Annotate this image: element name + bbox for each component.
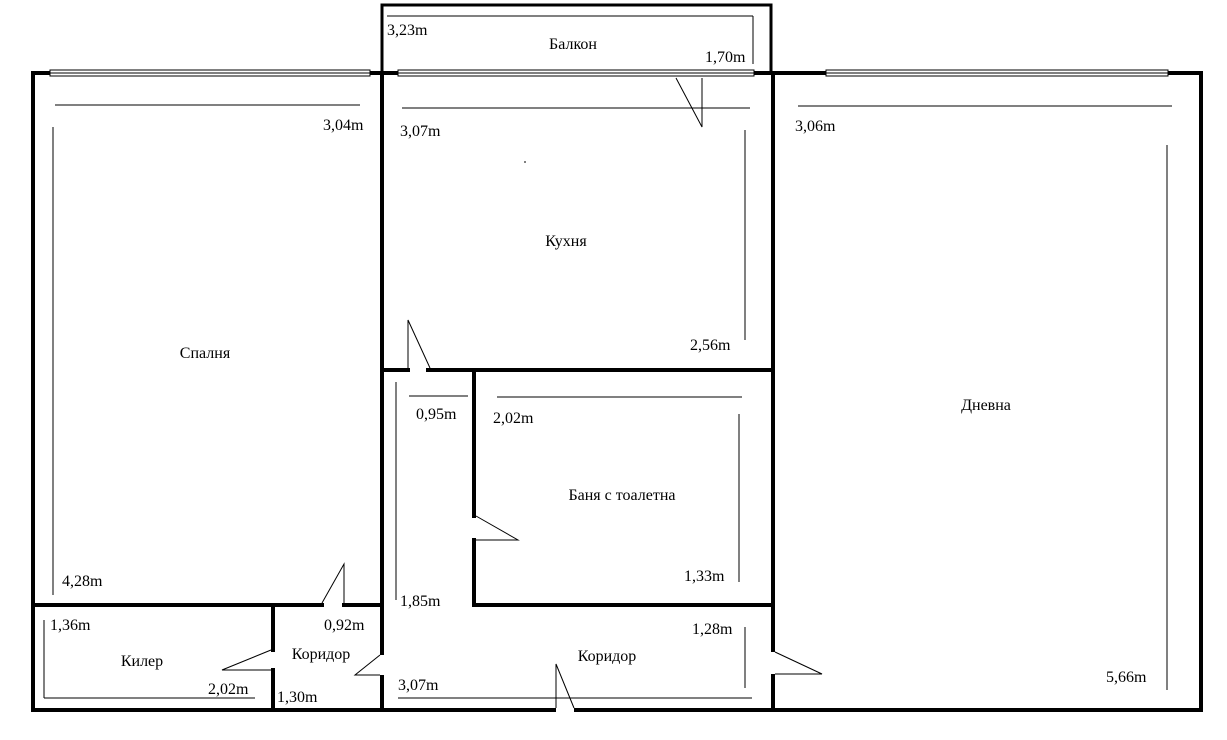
dimension-lines [43,104,1172,699]
living-length-label: 5,66m [1106,669,1147,686]
windows [49,68,1169,78]
storage-width-label: 2,02m [208,681,249,698]
corridor-main-label: Коридор [578,648,637,665]
dimension-labels: 3,23m 1,70m 3,04m 4,28m 3,07m 2,56m 3,06… [50,22,1147,706]
room-labels: Балкон Спалня Кухня Дневна Баня с тоалет… [121,36,1011,670]
living-label: Дневна [961,397,1011,414]
hall-length-label: 1,85m [400,593,441,610]
bath-width-label: 2,02m [493,410,534,427]
kitchen-length-label: 2,56m [690,337,731,354]
storage-depth-label: 1,36m [50,617,91,634]
balcony-depth-label: 1,70m [705,49,746,66]
bedroom-length-label: 4,28m [62,573,103,590]
bathroom-label: Баня с тоалетна [568,487,675,504]
balcony-door [675,77,703,128]
interior-walls [31,71,775,714]
storage-door [221,649,272,671]
entrance-door [555,663,575,709]
kitchen-label: Кухня [545,233,587,250]
corridor-main-width-label: 3,07m [398,677,439,694]
corridor-small-label: Коридор [292,646,351,663]
corridor-small-width-label: 0,92m [324,617,365,634]
balcony [380,3,773,72]
living-door [774,651,823,675]
bedroom-door [321,562,345,604]
balcony-width-label: 3,23m [387,22,428,39]
corridor-small-depth-label: 1,30m [277,689,318,706]
corridor-main-depth-label: 1,28m [692,621,733,638]
bedroom-label: Спалня [180,345,231,362]
outer-walls [31,71,1203,712]
bathroom-door [475,515,520,541]
bedroom-width-label: 3,04m [323,117,364,134]
bath-length-label: 1,33m [684,568,725,585]
doors [221,77,823,709]
balcony-label: Балкон [549,36,597,53]
kitchen-door [407,319,431,369]
balcony-wall [380,3,773,72]
hall-width-label: 0,95m [416,406,457,423]
storage-label: Килер [121,653,163,670]
corridor-door [353,654,381,676]
kitchen-width-label: 3,07m [400,123,441,140]
living-width-label: 3,06m [795,118,836,135]
